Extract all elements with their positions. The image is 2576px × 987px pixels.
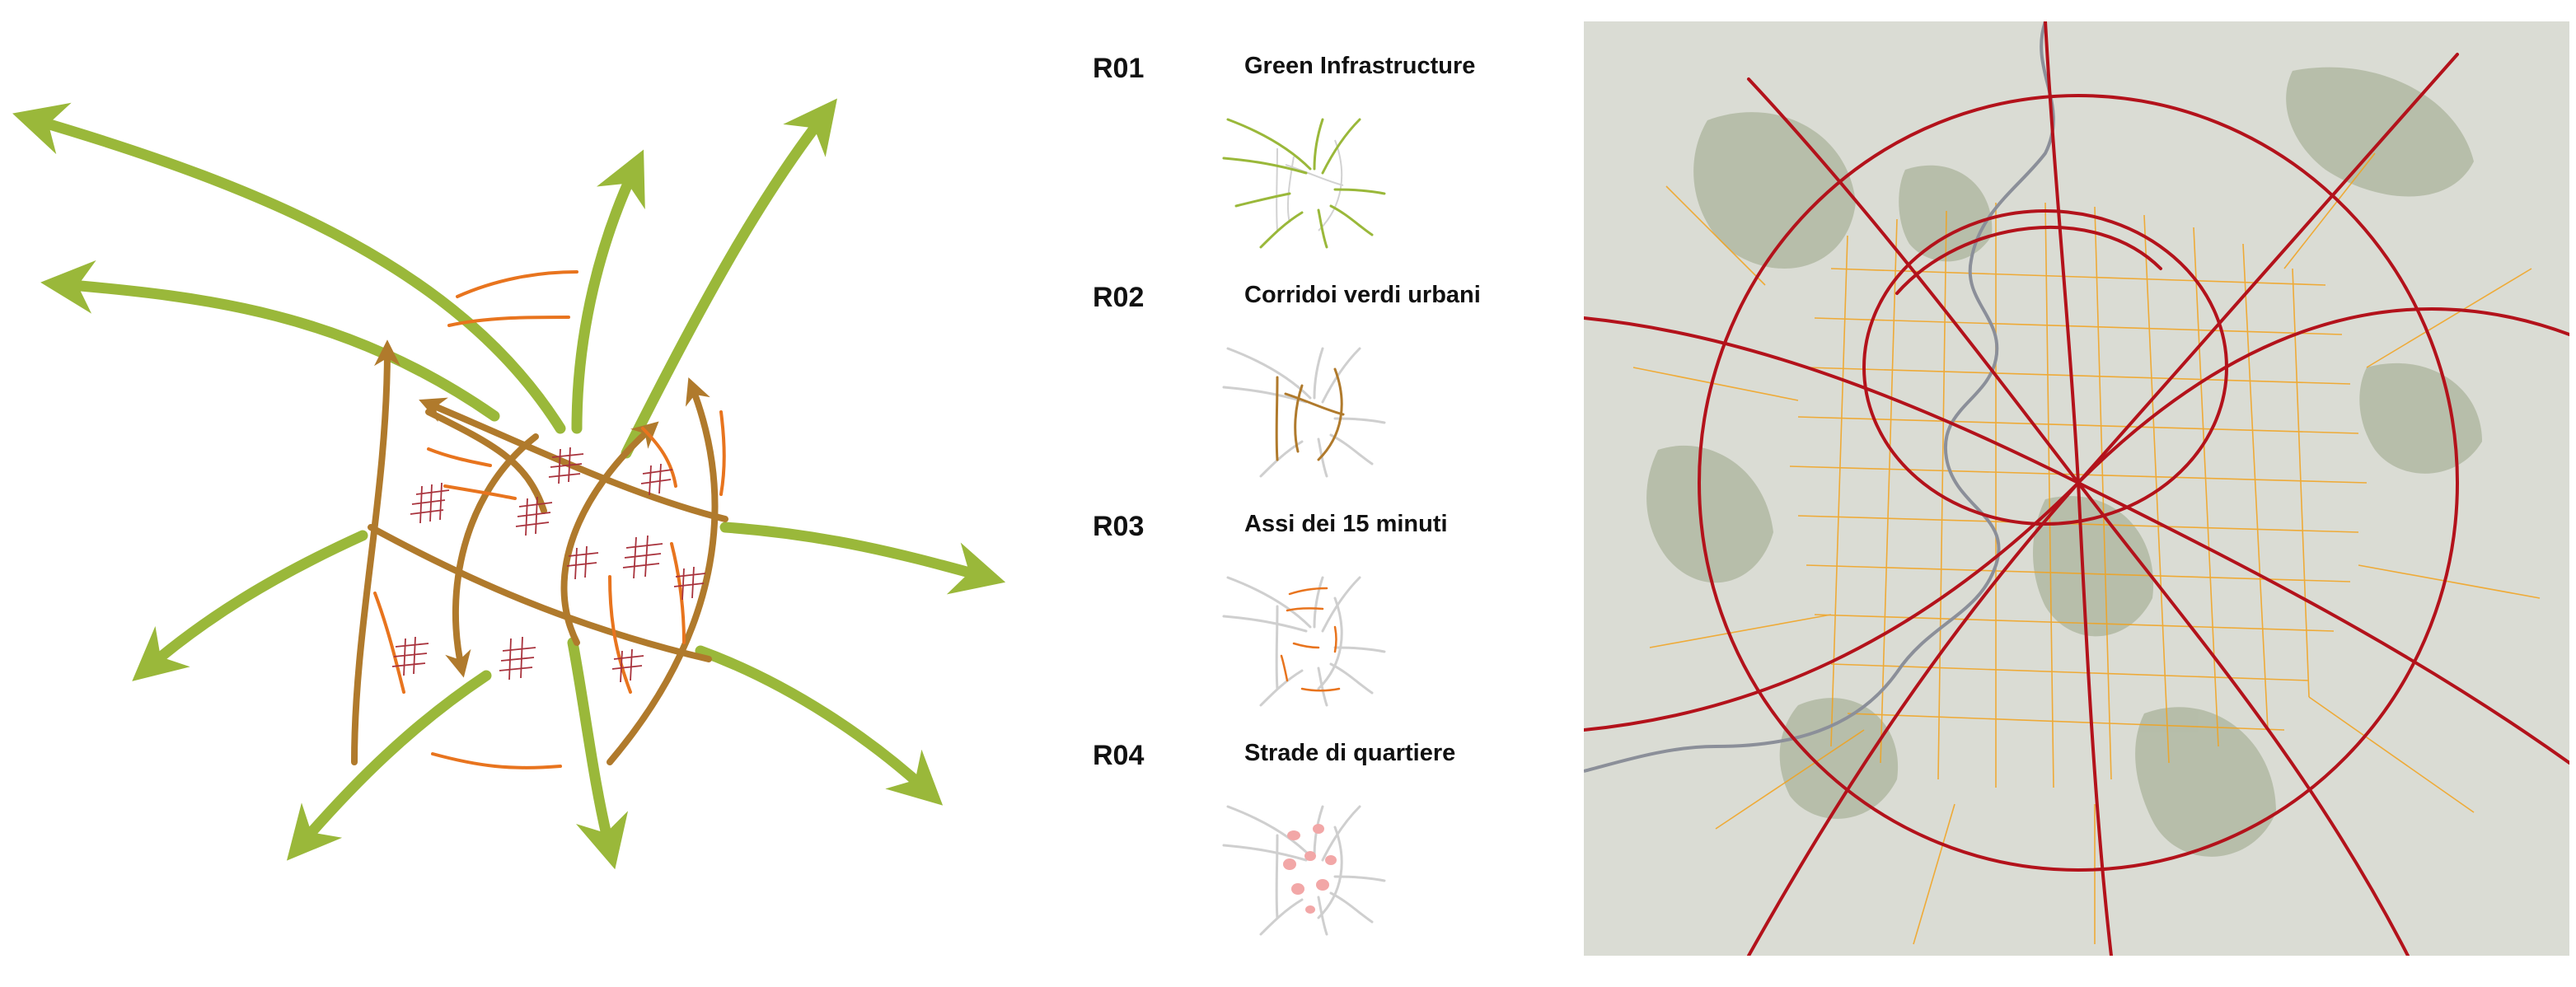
concept-diagram-svg — [12, 98, 1006, 870]
layer-code-r01: R01 — [1093, 53, 1145, 84]
green-areas — [1646, 67, 2482, 857]
network-concept-diagram — [0, 0, 1022, 983]
green-radial-corridors — [12, 98, 1006, 870]
road-network-map-svg — [1584, 21, 2569, 956]
layer-title-r03: Assi dei 15 minuti — [1244, 511, 1448, 537]
layer-title-r01: Green Infrastructure — [1244, 53, 1476, 79]
brown-urban-corridors — [351, 339, 728, 765]
major-roads — [1584, 21, 2569, 956]
thumbnail-r03-15min-axes — [1222, 576, 1386, 707]
layer-title-r04: Strade di quartiere — [1244, 740, 1456, 766]
orange-15min-axes — [373, 270, 726, 769]
thumbnail-r04-neighbourhood-streets — [1222, 805, 1386, 936]
layer-code-r03: R03 — [1093, 511, 1145, 542]
thumbnail-r01-green-infrastructure — [1222, 118, 1386, 249]
thumbnail-r02-urban-green-corridors — [1222, 347, 1386, 478]
layer-legend: R01 Green Infrastructure R02 Corridoi ve… — [1080, 0, 1541, 983]
river — [1584, 21, 2055, 773]
layer-title-r02: Corridoi verdi urbani — [1244, 282, 1481, 308]
road-network-map — [1584, 21, 2569, 956]
layer-code-r04: R04 — [1093, 740, 1145, 771]
layer-code-r02: R02 — [1093, 282, 1145, 313]
neighbourhood-street-grids — [391, 447, 706, 683]
